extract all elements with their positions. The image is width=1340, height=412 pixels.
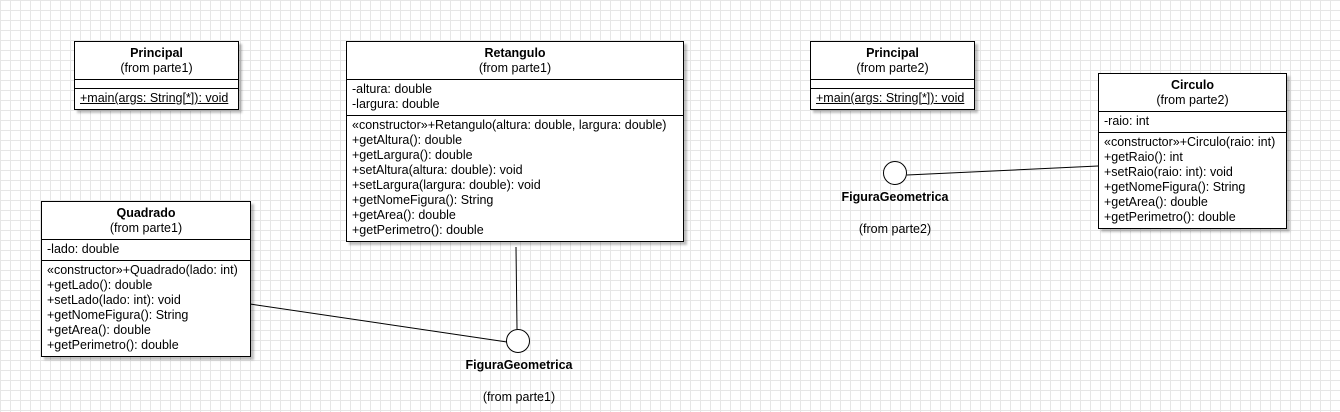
class-header: Retangulo (from parte1) [347,42,683,80]
operation: «constructor»+Circulo(raio: int) [1104,135,1276,149]
attribute: -lado: double [47,242,120,256]
operation: +getRaio(): int [1104,150,1183,164]
attributes-compartment [75,80,238,89]
operation: +getLado(): double [47,278,153,292]
attribute: -raio: int [1104,114,1150,128]
class-name: Principal [130,46,183,60]
operation: +getNomeFigura(): String [352,193,494,207]
operation: +getNomeFigura(): String [1104,180,1246,194]
class-principal-parte2[interactable]: Principal (from parte2) +main(args: Stri… [810,41,975,110]
class-package: (from parte1) [109,221,183,235]
class-header: Circulo (from parte2) [1099,74,1286,112]
operation: +main(args: String[*]): void [816,91,965,105]
class-package: (from parte2) [1156,93,1229,107]
operation: +getPerimetro(): double [352,223,484,237]
class-header: Quadrado (from parte1) [42,202,250,240]
class-header: Principal (from parte2) [811,42,974,80]
interface-name: FiguraGeometrica [465,358,573,372]
operation: +getArea(): double [352,208,456,222]
attributes-compartment: -lado: double [42,240,250,261]
attributes-compartment: -raio: int [1099,112,1286,133]
operation: +getArea(): double [47,323,151,337]
interface-label-figura1: FiguraGeometrica (from parte1) [466,357,573,405]
realization-circulo-figura2 [906,165,1099,176]
class-package: (from parte1) [478,61,552,75]
interface-package: (from parte2) [858,222,932,236]
operations-compartment: «constructor»+Circulo(raio: int) +getRai… [1099,133,1286,228]
operation: +setRaio(raio: int): void [1104,165,1233,179]
interface-lollipop-figura2[interactable] [883,161,907,185]
class-retangulo[interactable]: Retangulo (from parte1) -altura: double … [346,41,684,242]
interface-package: (from parte1) [482,390,556,404]
class-circulo[interactable]: Circulo (from parte2) -raio: int «constr… [1098,73,1287,229]
class-quadrado[interactable]: Quadrado (from parte1) -lado: double «co… [41,201,251,357]
operations-compartment: «constructor»+Retangulo(altura: double, … [347,116,683,241]
class-name: Quadrado [116,206,176,220]
interface-label-figura2: FiguraGeometrica (from parte2) [842,189,949,237]
class-name: Retangulo [484,46,546,60]
operation: +getPerimetro(): double [1104,210,1236,224]
operation: +getLargura(): double [352,148,473,162]
interface-lollipop-figura1[interactable] [506,329,530,353]
class-package: (from parte2) [856,61,929,75]
operations-compartment: «constructor»+Quadrado(lado: int) +getLa… [42,261,250,356]
class-name: Principal [866,46,919,60]
operation: +getAltura(): double [352,133,463,147]
class-package: (from parte1) [120,61,193,75]
operation: +getPerimetro(): double [47,338,179,352]
attribute: -largura: double [352,97,440,111]
operation: «constructor»+Quadrado(lado: int) [47,263,238,277]
operation: +getArea(): double [1104,195,1208,209]
operation: «constructor»+Retangulo(altura: double, … [352,118,667,132]
class-name: Circulo [1170,78,1215,92]
operation: +setLado(lado: int): void [47,293,181,307]
operation: +main(args: String[*]): void [80,91,229,105]
operations-compartment: +main(args: String[*]): void [811,89,974,109]
attribute: -altura: double [352,82,432,96]
class-principal-parte1[interactable]: Principal (from parte1) +main(args: Stri… [74,41,239,110]
attributes-compartment [811,80,974,89]
realization-retangulo-figura1 [515,246,518,330]
attributes-compartment: -altura: double -largura: double [347,80,683,116]
operation: +getNomeFigura(): String [47,308,189,322]
realization-quadrado-figura1 [249,303,508,343]
operation: +setAltura(altura: double): void [352,163,523,177]
interface-name: FiguraGeometrica [841,190,949,204]
operations-compartment: +main(args: String[*]): void [75,89,238,109]
operation: +setLargura(largura: double): void [352,178,541,192]
class-header: Principal (from parte1) [75,42,238,80]
